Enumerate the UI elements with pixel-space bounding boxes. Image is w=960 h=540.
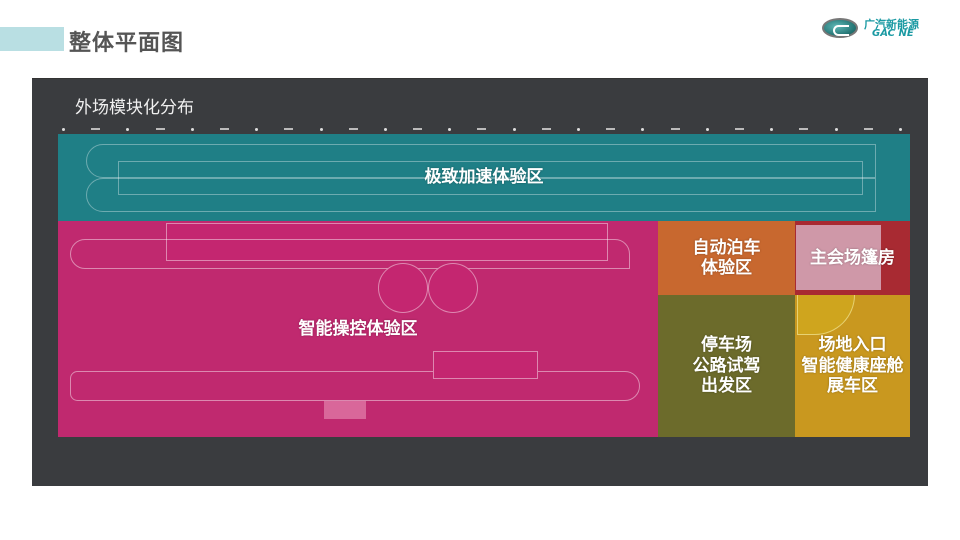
zone-acceleration[interactable]: 极致加速体验区 (58, 134, 910, 221)
brand-logo: 广汽新能源 GAC NE (822, 14, 942, 44)
crosswalk (324, 401, 366, 419)
title-divider (32, 78, 928, 79)
track-outline-bottom (70, 371, 640, 401)
entrance-arc (797, 295, 855, 335)
track-segment-bottom (433, 351, 538, 379)
boundary-markers-top (62, 127, 902, 131)
logo-name-cn: 广汽新能源 (864, 18, 919, 31)
gac-logo-icon (822, 18, 858, 38)
site-plan-map: 外场模块化分布 极致加速体验区 智能操控体验区 自 (32, 79, 928, 486)
tent-footprint (796, 225, 881, 290)
zone-label: 主会场篷房 (810, 247, 895, 268)
zone-label: 场地入口 智能健康座舱 展车区 (801, 335, 904, 397)
zone-entrance-exhibition[interactable]: 场地入口 智能健康座舱 展车区 (795, 295, 910, 437)
map-label: 外场模块化分布 (75, 98, 194, 118)
zone-label: 极致加速体验区 (424, 167, 544, 188)
zone-main-tent[interactable]: 主会场篷房 (795, 221, 910, 295)
page-title: 整体平面图 (69, 31, 185, 56)
zone-label: 智能操控体验区 (298, 318, 418, 339)
start-box (118, 161, 863, 195)
title-accent-bar (0, 27, 64, 51)
zone-label: 自动泊车 体验区 (692, 237, 761, 278)
figure-eight-left (378, 263, 428, 313)
zone-label: 停车场 公路试驾 出发区 (692, 335, 761, 397)
track-segment (166, 223, 608, 261)
zone-auto-parking[interactable]: 自动泊车 体验区 (658, 221, 795, 295)
zone-smart-handling[interactable]: 智能操控体验区 (58, 221, 658, 437)
track-outline (70, 239, 630, 269)
figure-eight-right (428, 263, 478, 313)
drag-lane-bottom (86, 178, 876, 212)
drag-lane-top (86, 144, 876, 178)
zone-parking-lot[interactable]: 停车场 公路试驾 出发区 (658, 295, 795, 437)
logo-name-en: GAC NE (872, 28, 914, 39)
